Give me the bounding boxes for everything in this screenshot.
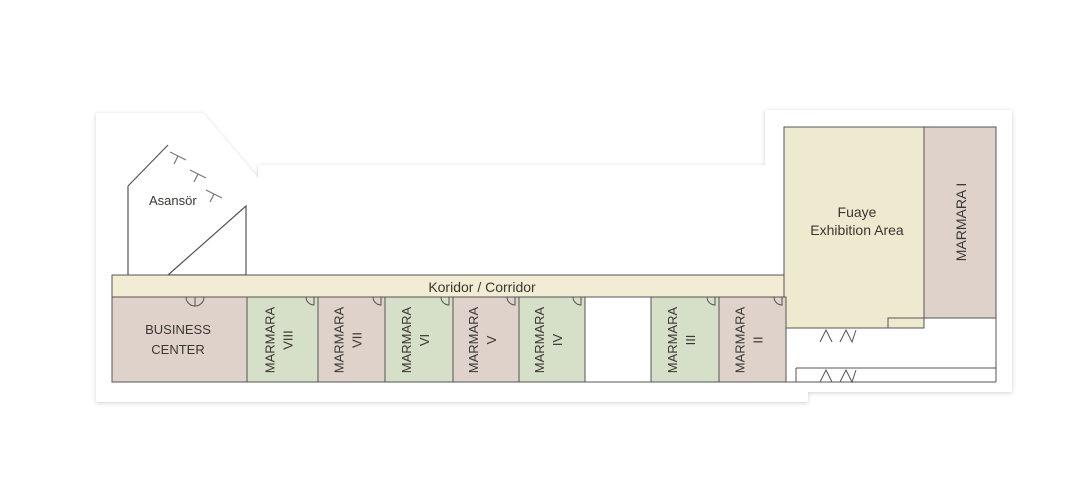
- room-numeral-label: VI: [417, 334, 432, 346]
- room-numeral-label: IV: [550, 334, 565, 347]
- door-icon: [706, 296, 716, 306]
- room-name-label: MARMARA: [263, 306, 278, 373]
- business-center-line1: BUSINESS: [145, 322, 211, 337]
- room-name-label: MARMARA: [466, 306, 481, 373]
- foyer-exhibition-area: [783, 126, 925, 329]
- door-icon: [819, 328, 857, 384]
- door-icon: [773, 296, 783, 306]
- room-numeral-label: III: [683, 335, 698, 346]
- room-name-label: MARMARA: [332, 306, 347, 373]
- door-icon: [506, 296, 516, 306]
- business-center-line2: CENTER: [151, 342, 204, 357]
- door-icon: [305, 296, 315, 306]
- room-marmara-vii: [317, 296, 386, 383]
- room-marmara-ii: [718, 296, 787, 383]
- room-marmara-vi: [384, 296, 454, 383]
- room-name-label: MARMARA: [665, 306, 680, 373]
- door-icon: [372, 296, 382, 306]
- room-marmara-iv: [518, 296, 586, 383]
- door-icon: [440, 296, 450, 306]
- elevator-icon: [169, 151, 223, 203]
- room-numeral-label: II: [751, 336, 766, 343]
- door-icon: [572, 296, 582, 306]
- room-name-label: MARMARA: [733, 306, 748, 373]
- open-bay: [584, 296, 652, 383]
- door-icon: [185, 296, 205, 307]
- room-numeral-label: VIII: [281, 330, 296, 350]
- room-marmara-i: [923, 126, 997, 319]
- business-center: [111, 296, 248, 383]
- foyer-label-line2: Exhibition Area: [810, 222, 904, 238]
- foyer-label-line1: Fuaye: [838, 204, 877, 220]
- room-marmara-v: [452, 296, 520, 383]
- room-numeral-label: VII: [350, 332, 365, 348]
- room-marmara-viii: [246, 296, 319, 383]
- room-marmara-i-label: MARMARA I: [953, 183, 969, 262]
- east-service-area: [795, 317, 997, 382]
- elevator-label: Asansör: [149, 193, 197, 208]
- room-name-label: MARMARA: [532, 306, 547, 373]
- room-name-label: MARMARA: [399, 306, 414, 373]
- room-numeral-label: V: [484, 335, 499, 344]
- corridor-label: Koridor / Corridor: [428, 279, 536, 295]
